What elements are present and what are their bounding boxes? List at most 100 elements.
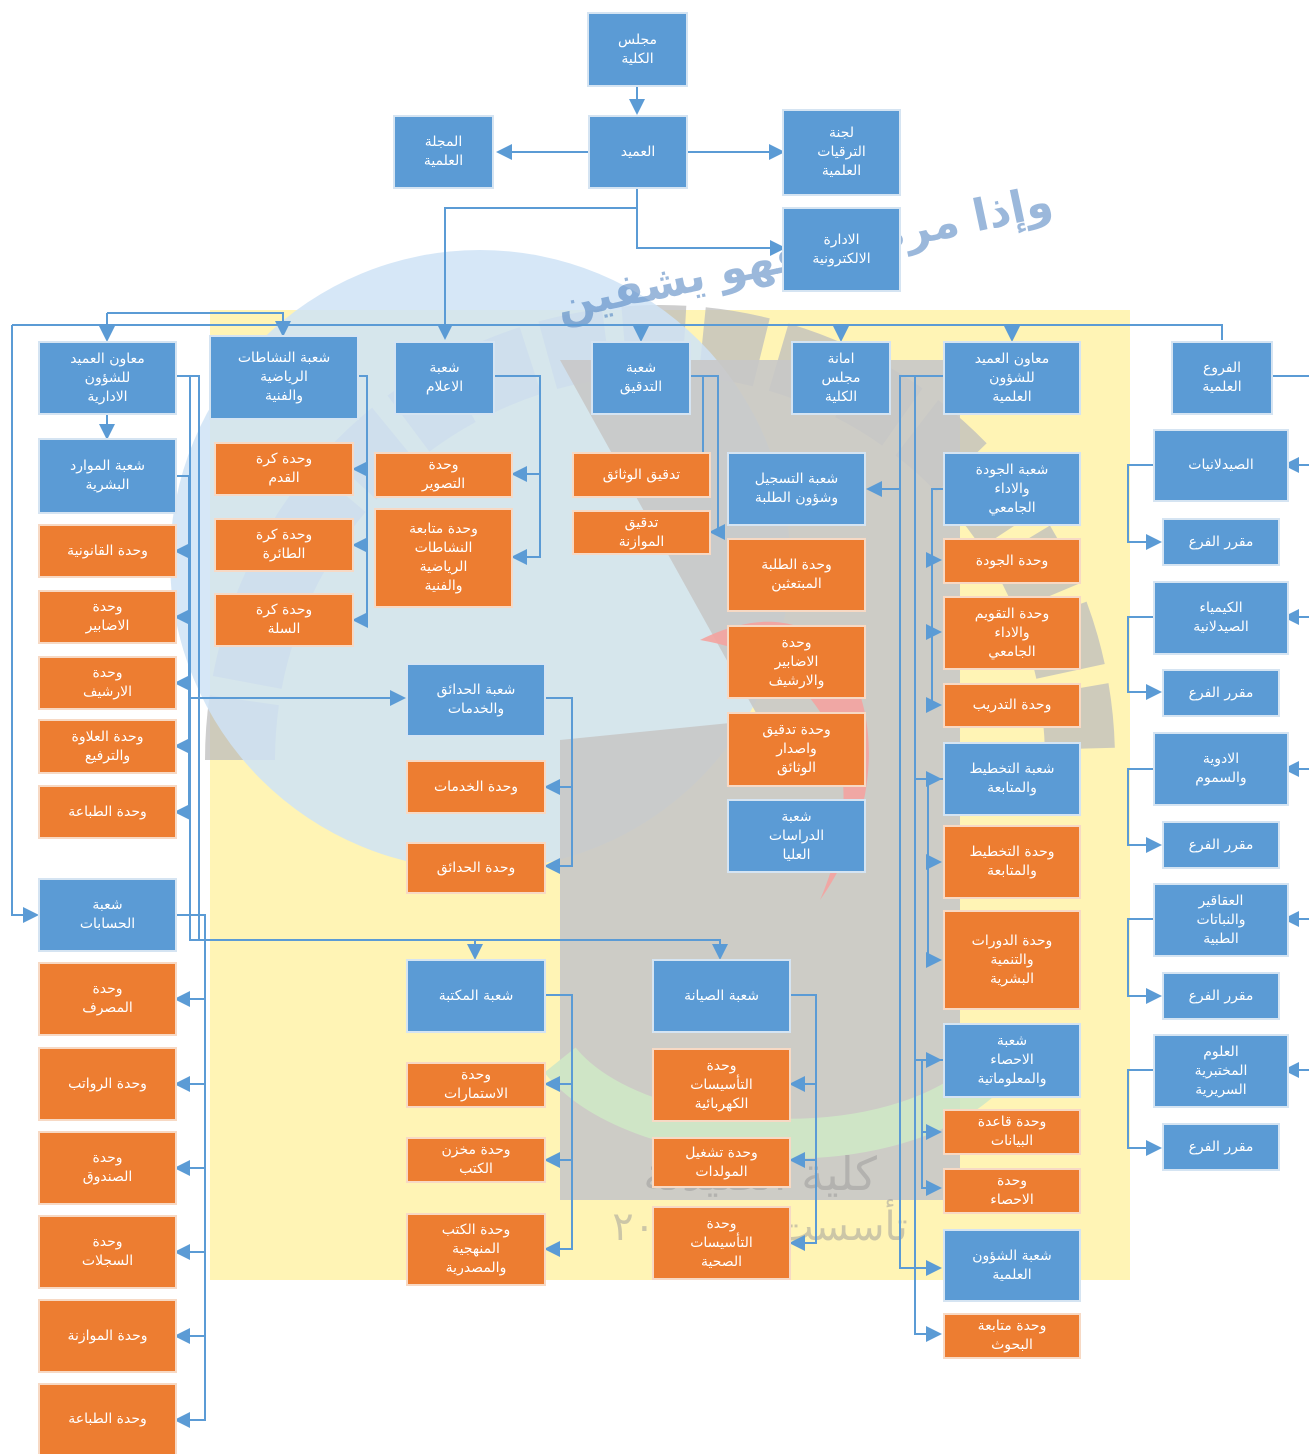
branch-pharmaceutics-box: الصيدلانيات [1155, 431, 1287, 500]
accounts-division-box: شعبة الحسابات [40, 880, 175, 950]
activities-follow-unit-label: وحدة متابعة النشاطات الرياضية والفنية [409, 521, 478, 594]
branch-pharm-chem-head-label: مقرر الفرع [1188, 684, 1254, 701]
hr-files-unit-box: وحدة الاضابير [40, 592, 175, 642]
bank-unit-box: وحدة المصرف [40, 964, 175, 1034]
branch-pharmacognosy-label: العقاقير والنباتات الطبية [1196, 892, 1246, 947]
volleyball-unit-box: وحدة كرة الطائرة [216, 520, 352, 570]
dean-box: العميد [590, 117, 686, 187]
scientific-affairs-division-label: شعبة الشؤون العلمية [972, 1247, 1052, 1283]
photography-unit-label: وحدة التصوير [421, 457, 466, 492]
branch-pharmacognosy-head-label: مقرر الفرع [1188, 987, 1254, 1004]
scientific-branches-label: الفروع العلمية [1202, 360, 1242, 395]
hr-division-label: شعبة الموارد البشرية [69, 458, 146, 493]
statistics-unit-label: وحدة الاحصاء [990, 1173, 1034, 1208]
budget-unit-box: وحدة الموازنة [40, 1301, 175, 1371]
student-files-unit-label: وحدة الاضابير والارشيف [768, 634, 825, 689]
archive-unit-label: وحدة الارشيف [82, 665, 133, 700]
media-division-box: شعبة الاعلام [396, 343, 493, 413]
dean-label: العميد [620, 143, 656, 160]
database-unit-box: وحدة قاعدة البيانات [945, 1111, 1079, 1153]
document-issue-unit-box: وحدة تدقيق واصدار الوثائق [729, 714, 864, 785]
document-issue-unit-label: وحدة تدقيق واصدار الوثائق [762, 722, 831, 776]
registration-division-box: شعبة التسجيل وشؤون الطلبة [729, 454, 864, 524]
doc-audit-unit-label: تدقيق الوثائق [602, 466, 681, 483]
branch-pharmacology-head-label: مقرر الفرع [1188, 836, 1254, 853]
salaries-unit-box: وحدة الرواتب [40, 1049, 175, 1119]
generators-unit-label: وحدة تشغيل المولدات [685, 1144, 758, 1180]
branch-clinical-lab-label: العلوم المختبرية السريرية [1194, 1043, 1248, 1098]
generators-unit-box: وحدة تشغيل المولدات [654, 1139, 789, 1186]
council-secretariat-box: امانة مجلس الكلية [793, 343, 889, 413]
doc-audit-unit-box: تدقيق الوثائق [574, 454, 709, 496]
branch-pharmacology-head-box: مقرر الفرع [1164, 823, 1278, 867]
volleyball-unit-label: وحدة كرة الطائرة [255, 527, 313, 562]
branch-pharmacognosy-head-box: مقرر الفرع [1164, 974, 1278, 1018]
gardens-unit-box: وحدة الحدائق [408, 844, 544, 892]
bank-unit-label: وحدة المصرف [82, 981, 133, 1016]
accounts-division-label: شعبة الحسابات [79, 897, 136, 932]
evaluation-unit-label: وحدة التقويم والاداء الجامعي [974, 605, 1050, 660]
book-store-unit-box: وحدة مخزن الكتب [408, 1139, 544, 1181]
scientific-assistant-label: معاون العميد للشؤون العلمية [974, 350, 1050, 405]
college-council-label: مجلس الكلية [617, 31, 658, 67]
salaries-unit-label: وحدة الرواتب [68, 1075, 147, 1092]
hr-files-unit-label: وحدة الاضابير [85, 599, 130, 634]
library-division-label: شعبة المكتبة [438, 987, 514, 1004]
planning-unit-label: وحدة التخطيط والمتابعة [969, 844, 1055, 879]
book-store-unit-label: وحدة مخزن الكتب [441, 1142, 511, 1177]
training-unit-box: وحدة التدريب [945, 685, 1079, 726]
printing-unit-2-label: وحدة الطباعة [68, 1411, 147, 1427]
media-division-label: شعبة الاعلام [425, 360, 464, 395]
maintenance-division-label: شعبة الصيانة [684, 987, 759, 1004]
branch-pharmacology-label: الادوية والسموم [1195, 751, 1247, 786]
activities-follow-unit-box: وحدة متابعة النشاطات الرياضية والفنية [376, 510, 511, 606]
budget-audit-unit-box: تدقيق الموازنة [574, 512, 709, 553]
basketball-unit-label: وحدة كرة السلة [255, 602, 313, 637]
database-unit-label: وحدة قاعدة البيانات [977, 1114, 1047, 1149]
training-unit-label: وحدة التدريب [972, 697, 1052, 713]
admin-assistant-box: معاون العميد للشؤون الادارية [40, 343, 175, 413]
e-administration-box: الادارة الالكترونية [784, 209, 899, 290]
allowance-unit-label: وحدة العلاوة والترفيع [71, 728, 144, 764]
admin-assistant-label: معاون العميد للشؤون الادارية [70, 350, 145, 405]
statistics-unit-box: وحدة الاحصاء [945, 1170, 1079, 1212]
printing-unit-1-label: وحدة الطباعة [68, 803, 147, 820]
football-unit-box: وحدة كرة القدم [216, 444, 352, 494]
scientific-journal-box: المجلة العلمية [395, 117, 492, 187]
football-unit-label: وحدة كرة القدم [255, 451, 313, 486]
scientific-assistant-box: معاون العميد للشؤون العلمية [945, 343, 1079, 413]
forms-unit-box: وحدة الاستمارات [408, 1064, 544, 1106]
audit-division-box: شعبة التدقيق [593, 343, 689, 413]
gardens-services-division-box: شعبة الحدائق والخدمات [408, 665, 544, 735]
branch-pharmaceutics-head-label: مقرر الفرع [1188, 533, 1254, 550]
watermark-green-arc [544, 1046, 1017, 1159]
planning-division-box: شعبة التخطيط والمتابعة [945, 744, 1079, 814]
branch-pharmacology-box: الادوية والسموم [1155, 734, 1287, 804]
courses-unit-box: وحدة الدورات والتنمية البشرية [945, 912, 1079, 1008]
promotions-committee-label: لجنة الترقيات العلمية [817, 125, 866, 179]
scientific-affairs-division-box: شعبة الشؤون العلمية [945, 1231, 1079, 1300]
sanitary-unit-label: وحدة التأسيسات الصحية [690, 1215, 753, 1270]
services-unit-label: وحدة الخدمات [433, 778, 519, 795]
courses-unit-label: وحدة الدورات والتنمية البشرية [971, 932, 1053, 987]
activities-division-label: شعبة النشاطات الرياضية والفنية [237, 350, 331, 404]
e-administration-label: الادارة الالكترونية [812, 231, 871, 267]
quality-division-label: شعبة الجودة والاداء الجامعي [975, 461, 1049, 516]
research-unit-label: وحدة متابعة البحوث [977, 1318, 1047, 1353]
scientific-branches-box: الفروع العلمية [1173, 343, 1271, 413]
records-unit-box: وحدة السجلات [40, 1217, 175, 1287]
postgraduate-division-label: شعبة الدراسات العليا [768, 808, 825, 863]
registration-division-label: شعبة التسجيل وشؤون الطلبة [754, 471, 839, 506]
printing-unit-1-box: وحدة الطباعة [40, 787, 175, 837]
branch-pharmaceutics-head-box: مقرر الفرع [1164, 520, 1278, 564]
electrical-unit-label: وحدة التأسيسات الكهربائية [690, 1057, 753, 1112]
services-unit-box: وحدة الخدمات [408, 762, 544, 812]
planning-division-label: شعبة التخطيط والمتابعة [969, 761, 1055, 796]
sanitary-unit-box: وحدة التأسيسات الصحية [654, 1208, 789, 1278]
electrical-unit-box: وحدة التأسيسات الكهربائية [654, 1050, 789, 1120]
student-files-unit-box: وحدة الاضابير والارشيف [729, 627, 864, 697]
council-secretariat-label: امانة مجلس الكلية [821, 350, 861, 405]
basketball-unit-box: وحدة كرة السلة [216, 595, 352, 645]
scholarship-unit-label: وحدة الطلبة المبتعثين [761, 557, 832, 592]
legal-unit-box: وحدة القانونية [40, 526, 175, 576]
